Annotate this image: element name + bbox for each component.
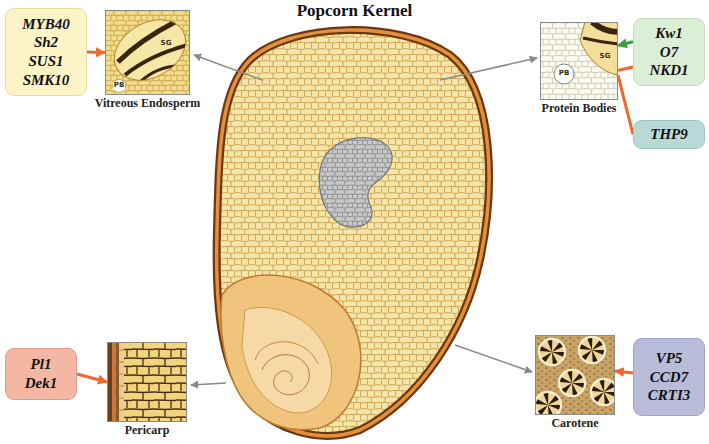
- gene-arrow: [87, 51, 105, 55]
- pericarp-inset-picture: [107, 342, 187, 422]
- gene-name: SMK10: [23, 71, 70, 90]
- protein-inset-picture: [583, 22, 618, 44]
- carotene-inset-picture: [591, 379, 615, 405]
- vitreous-inset-picture: [113, 80, 126, 93]
- kernel: [217, 30, 489, 436]
- gene-box: MYB40Sh2SUS1SMK10: [5, 8, 87, 96]
- leader-arrow: [455, 345, 532, 372]
- gene-arrow: [77, 374, 107, 382]
- pericarp-inset-picture: [112, 342, 116, 422]
- gene-box: VP5CCD7CRTI3: [633, 338, 705, 416]
- embryo: [255, 342, 318, 364]
- inset-caption: Carotene: [551, 416, 598, 431]
- protein-inset-picture: [580, 22, 618, 75]
- gene-name: MYB40: [22, 15, 70, 34]
- leader-arrow: [194, 55, 262, 80]
- kernel: [217, 30, 489, 436]
- pericarp-inset-picture: [116, 342, 119, 422]
- inset-box: Protein Bodies: [540, 22, 618, 100]
- gene-name: Sh2: [34, 33, 58, 52]
- carotene-inset-picture: [542, 344, 610, 411]
- gene-arrow: [618, 67, 633, 70]
- embryo: [221, 275, 361, 430]
- carotene-inset-picture: [542, 399, 554, 411]
- inset-caption: Pericarp: [125, 423, 170, 438]
- vitreous-inset-picture: [112, 18, 188, 82]
- protein-inset-picture: [583, 38, 618, 44]
- gene-arrow: [615, 371, 633, 373]
- leader-arrow: [191, 383, 226, 385]
- carotene-inset-picture: [586, 344, 598, 356]
- gene-arrow: [618, 42, 633, 46]
- carotene-inset-picture: [535, 392, 561, 415]
- gene-box: Pl1Dek1: [5, 348, 77, 400]
- protein-inset-picture: [554, 64, 574, 84]
- carotene-inset-picture: [535, 335, 615, 415]
- carotene-inset-picture: [539, 339, 565, 365]
- vitreous-inset-picture: [105, 10, 190, 95]
- vitreous-inset-picture: [105, 10, 190, 92]
- pericarp-inset-picture: [119, 342, 124, 422]
- carotene-inset-picture: [566, 377, 578, 389]
- gene-name: CRTI3: [648, 386, 691, 405]
- protein-inset-picture: [540, 22, 618, 100]
- carotene-inset-picture: [579, 337, 605, 363]
- inset-box: Pericarp: [107, 342, 187, 422]
- gene-arrow: [618, 75, 633, 134]
- embryo: [221, 275, 361, 430]
- protein-inset-picture: [592, 22, 618, 32]
- structure-label: SG: [160, 40, 173, 48]
- kernel: [217, 30, 489, 436]
- gene-name: VP5: [656, 349, 683, 368]
- gene-name: THP9: [650, 125, 688, 144]
- gene-name: Dek1: [25, 374, 58, 393]
- gene-name: NKD1: [649, 61, 688, 80]
- gene-name: Pl1: [31, 355, 52, 374]
- vitreous-inset-picture: [140, 66, 186, 82]
- pericarp-inset-picture: [119, 350, 124, 410]
- gene-name: O7: [660, 43, 678, 62]
- structure-label: PB: [113, 82, 125, 90]
- floury-core: [319, 138, 392, 228]
- carotene-inset-picture: [598, 386, 610, 398]
- protein-inset-picture: [540, 22, 618, 100]
- embryo: [242, 307, 332, 412]
- gene-name: SUS1: [28, 52, 63, 71]
- leader-arrow: [191, 55, 537, 385]
- gene-box: Kw1O7NKD1: [633, 18, 705, 86]
- vitreous-inset-picture: [118, 22, 175, 62]
- inset-caption: Vitreous Endosperm: [95, 96, 201, 111]
- gene-box: THP9: [633, 120, 705, 149]
- structure-label: PB: [558, 70, 570, 78]
- leader-arrow: [440, 58, 537, 80]
- carotene-inset-picture: [535, 337, 615, 415]
- inset-box: Carotene: [535, 335, 615, 415]
- gene-name: CCD7: [650, 368, 688, 387]
- vitreous-inset-picture: [112, 18, 150, 45]
- carotene-inset-picture: [546, 346, 558, 358]
- inset-caption: Protein Bodies: [542, 101, 617, 116]
- floury-core: [319, 138, 392, 228]
- pericarp-inset-picture: [107, 342, 187, 422]
- structure-label: SG: [599, 53, 612, 61]
- figure-title: Popcorn Kernel: [0, 1, 709, 21]
- carotene-inset-picture: [559, 370, 585, 396]
- embryo: [262, 355, 309, 395]
- gene-name: Kw1: [655, 24, 683, 43]
